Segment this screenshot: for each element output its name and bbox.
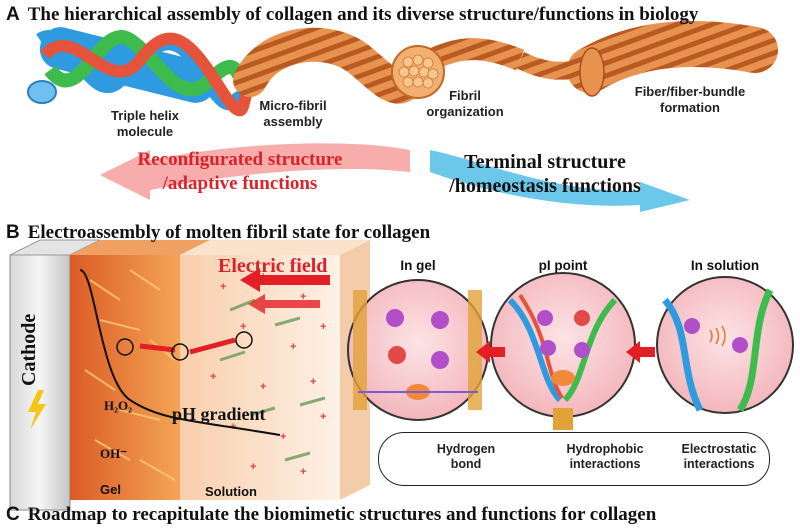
ph-gradient-label: pH gradient xyxy=(172,404,266,425)
circle-title-pi-point: pI point xyxy=(508,258,618,273)
interaction-legend: Hydrogen bond Hydrophobic interactions E… xyxy=(378,432,770,486)
section-b-title-text: Electroassembly of molten fibril state f… xyxy=(28,222,430,243)
section-a-title-text: The hierarchical assembly of collagen an… xyxy=(28,4,699,25)
svg-text:+: + xyxy=(220,281,226,293)
legend-electrostatic: Electrostatic interactions xyxy=(673,442,765,472)
svg-text:+: + xyxy=(280,431,286,443)
svg-text:+: + xyxy=(290,341,296,353)
section-c-title: C Roadmap to recapitulate the biomimetic … xyxy=(6,504,656,526)
section-c-letter: C xyxy=(6,504,20,525)
svg-text:+: + xyxy=(310,376,316,388)
svg-text:+: + xyxy=(260,381,266,393)
svg-text:+: + xyxy=(240,321,246,333)
circle-title-in-solution: In solution xyxy=(670,258,780,273)
stage-label-micro-fibril: Micro-fibril assembly xyxy=(248,98,338,130)
circle-title-in-gel: In gel xyxy=(363,258,473,273)
legend-hydrogen-bond: Hydrogen bond xyxy=(431,442,501,472)
terminal-structure-text: Terminal structure /homeostasis function… xyxy=(430,150,660,198)
gel-label: Gel xyxy=(100,482,121,497)
section-b-letter: B xyxy=(6,222,20,243)
svg-text:+: + xyxy=(320,411,326,423)
electric-field-label: Electric field xyxy=(218,255,327,278)
section-a-title: A The hierarchical assembly of collagen a… xyxy=(6,4,698,26)
svg-text:+: + xyxy=(210,371,216,383)
svg-text:+: + xyxy=(250,461,256,473)
circle-in-solution xyxy=(657,277,793,413)
legend-hydrophobic: Hydrophobic interactions xyxy=(555,442,655,472)
reconfigurated-structure-text: Reconfigurated structure /adaptive funct… xyxy=(130,148,350,196)
circle-pi-point xyxy=(491,273,635,430)
h2o2-label: H₂O₂ xyxy=(104,398,132,414)
svg-text:+: + xyxy=(320,321,326,333)
section-a-letter: A xyxy=(6,4,20,25)
svg-text:+: + xyxy=(300,466,306,478)
triple-helix-molecule xyxy=(28,23,250,110)
cathode-label: Cathode xyxy=(18,300,48,400)
solution-label: Solution xyxy=(205,484,257,499)
stage-label-fibril-organization: Fibril organization xyxy=(420,88,510,120)
stage-label-triple-helix: Triple helix molecule xyxy=(90,108,200,140)
section-b-title: B Electroassembly of molten fibril state … xyxy=(6,222,430,244)
stage-label-fiber-bundle: Fiber/fiber-bundle formation xyxy=(620,84,760,116)
oh-label: OH⁻ xyxy=(100,446,127,462)
circle-in-gel xyxy=(348,280,488,420)
section-c-title-text: Roadmap to recapitulate the biomimetic s… xyxy=(28,504,657,525)
micro-fibril xyxy=(250,45,415,87)
